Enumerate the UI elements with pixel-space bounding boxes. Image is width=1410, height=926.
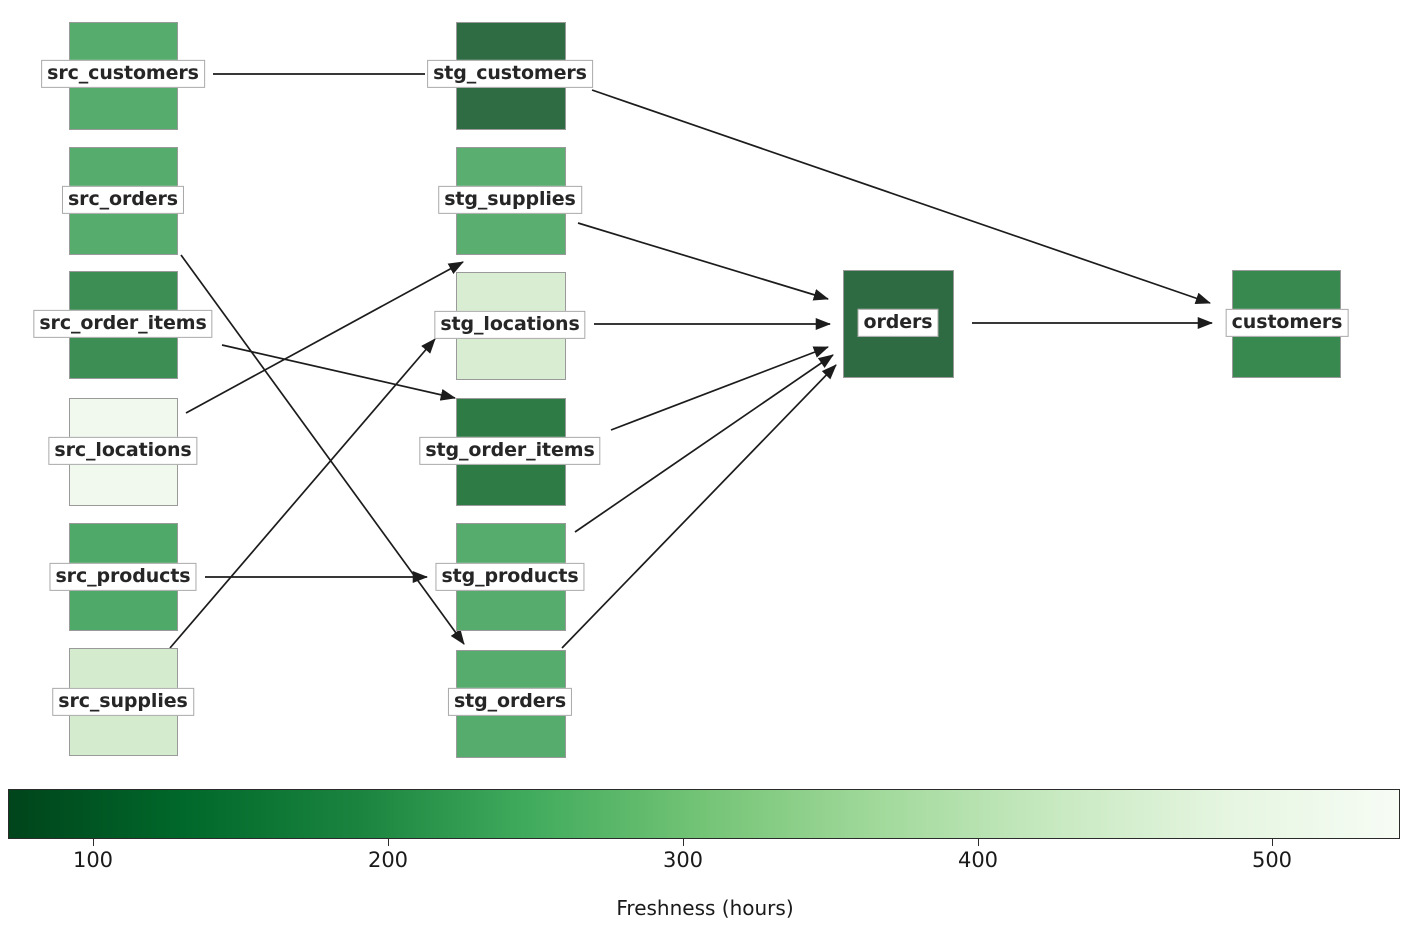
node-label-stg_customers[interactable]: stg_customers <box>427 59 593 89</box>
colorbar-tick-label: 400 <box>957 848 999 872</box>
edge-src_order_items-to-stg_order_items <box>221 344 456 401</box>
node-label-src_customers[interactable]: src_customers <box>41 59 205 89</box>
colorbar-tick-label: 200 <box>367 848 409 872</box>
edge-src_locations-to-stg_locations <box>185 261 464 414</box>
colorbar: 100 200 300 400 500 <box>8 789 1400 872</box>
node-label-orders[interactable]: orders <box>857 308 939 338</box>
node-label-src_supplies[interactable]: src_supplies <box>52 687 194 717</box>
edge-stg_products-to-orders <box>574 354 834 533</box>
node-label-stg_orders[interactable]: stg_orders <box>447 687 573 717</box>
colorbar-tick <box>1272 839 1273 846</box>
node-label-stg_order_items[interactable]: stg_order_items <box>419 436 601 466</box>
node-label-customers[interactable]: customers <box>1225 308 1349 338</box>
node-label-src_locations[interactable]: src_locations <box>48 436 198 466</box>
colorbar-tick <box>683 839 684 846</box>
node-label-stg_locations[interactable]: stg_locations <box>434 310 586 340</box>
colorbar-tick <box>978 839 979 846</box>
edge-src_supplies-to-stg_supplies <box>169 338 436 649</box>
node-label-stg_supplies[interactable]: stg_supplies <box>438 185 582 215</box>
colorbar-gradient <box>8 789 1400 839</box>
edge-stg_supplies-to-orders <box>577 222 829 301</box>
colorbar-tick <box>93 839 94 846</box>
node-label-src_products[interactable]: src_products <box>49 562 197 592</box>
node-label-src_order_items[interactable]: src_order_items <box>33 309 213 339</box>
colorbar-tick-label: 100 <box>72 848 114 872</box>
colorbar-tick-label: 300 <box>662 848 704 872</box>
colorbar-axis-label: Freshness (hours) <box>616 896 794 920</box>
colorbar-tick-label: 500 <box>1251 848 1293 872</box>
edge-stg_orders-to-orders <box>561 364 837 649</box>
colorbar-tick <box>388 839 389 846</box>
node-label-src_orders[interactable]: src_orders <box>61 185 185 215</box>
edge-stg_order_items-to-orders <box>610 346 829 431</box>
node-label-stg_products[interactable]: stg_products <box>435 562 585 592</box>
